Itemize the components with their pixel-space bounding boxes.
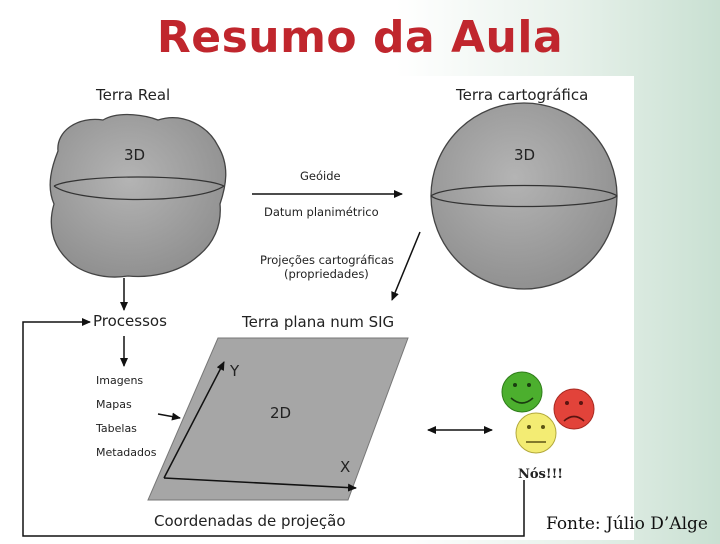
input-mapas: Mapas	[96, 398, 132, 411]
red-sad-face-icon	[553, 388, 595, 430]
input-tabelas: Tabelas	[95, 422, 137, 435]
input-metadados: Metadados	[96, 446, 157, 459]
nos-label: Nós!!!	[518, 467, 563, 482]
x-axis-label: X	[340, 458, 350, 476]
irregular-earth-equator-back	[53, 176, 225, 187]
y-axis-label: Y	[229, 362, 240, 380]
sphere-earth-shape	[430, 102, 618, 290]
diagram-panel: Terra Real 3D Terra cartográfica 3D Geói…	[8, 76, 634, 540]
terra-real-title: Terra Real	[95, 86, 170, 104]
geoide-label: Geóide	[300, 169, 341, 183]
terra-cartografica-title: Terra cartográfica	[455, 86, 588, 104]
irregular-earth-shape	[49, 113, 227, 278]
datum-label: Datum planimétrico	[264, 205, 379, 219]
irregular-earth-equator-front	[53, 185, 225, 201]
plane-2d-label: 2D	[270, 404, 291, 422]
yellow-neutral-face-icon	[515, 412, 557, 454]
source-caption: Fonte: Júlio D’Alge	[545, 514, 708, 534]
projecoes-label-line2: (propriedades)	[284, 267, 369, 281]
inputs-to-plane-arrow	[157, 412, 181, 421]
green-happy-face-icon	[501, 371, 543, 413]
sphere-equator-front	[430, 195, 618, 208]
terra-cartografica-3d-label: 3D	[514, 146, 535, 164]
flat-plane-2d	[147, 337, 409, 501]
feedback-loop-arrow	[22, 318, 525, 537]
terra-plana-label: Terra plana num SIG	[241, 313, 394, 331]
y-axis-arrow	[163, 361, 225, 479]
sphere-equator-back	[430, 184, 618, 197]
terra-real-3d-label: 3D	[124, 146, 145, 164]
projection-arrow	[391, 231, 421, 301]
coordenadas-label: Coordenadas de projeção	[154, 512, 346, 530]
input-imagens: Imagens	[96, 374, 143, 387]
diagram-canvas: Terra Real 3D Terra cartográfica 3D Geói…	[22, 86, 618, 537]
slide-title: Resumo da Aula	[156, 12, 564, 63]
projecoes-label-line1: Projeções cartográficas	[260, 253, 394, 267]
processos-label: Processos	[93, 312, 167, 330]
x-axis-arrow	[163, 477, 357, 492]
